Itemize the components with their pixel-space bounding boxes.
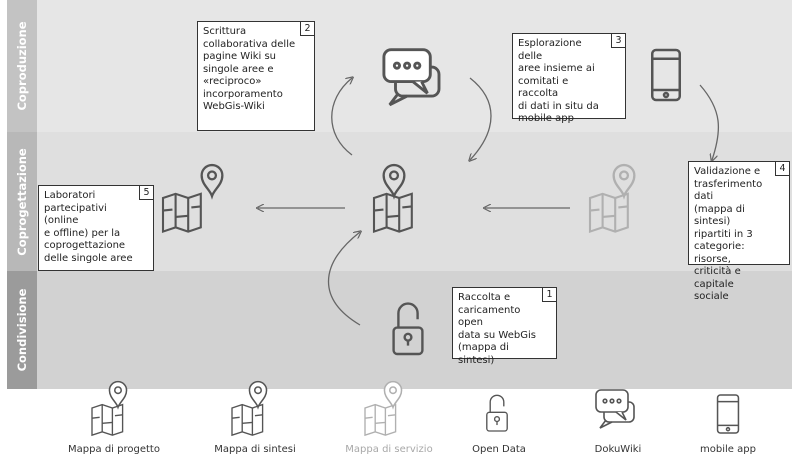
step-text-line: aree insieme ai — [518, 63, 595, 74]
legend-label-open-data: Open Data — [472, 444, 526, 455]
step-box-1: 1 Raccolta e caricamento open data su We… — [452, 287, 557, 366]
legend-label-mappa-sintesi: Mappa di sintesi — [214, 444, 296, 455]
step-text-line: pagine Wiki su — [203, 51, 277, 62]
step-text-line: di dati in situ da — [518, 100, 599, 112]
step-box-3: 3 Esplorazione delle aree insieme ai com… — [512, 33, 626, 124]
legend-map-icon-sintesi — [231, 380, 268, 436]
step-text-line: Scrittura — [203, 26, 247, 37]
step-text-line: Esplorazione delle — [518, 38, 582, 62]
step-text-line: comitati e raccolta — [518, 75, 569, 100]
legend-phone-icon — [716, 394, 740, 434]
phase-label-coproduzione: Coproduzione — [7, 0, 37, 132]
step-number: 2 — [300, 22, 314, 36]
step-text-line: Validazione e — [694, 166, 761, 177]
arrow-center-to-chat — [331, 78, 352, 156]
step-text-line: coprogettazione — [44, 240, 126, 251]
step-text-line: categorie: risorse, — [694, 241, 745, 265]
step-text-line: criticità e capitale — [694, 266, 741, 290]
arrow-lock-to-sintesi — [327, 232, 361, 326]
legend-map-icon-progetto — [91, 380, 128, 436]
step-text-line: delle singole aree — [44, 252, 133, 264]
step-text-line: incorporamento — [203, 88, 283, 100]
legend-label-mappa-servizio: Mappa di servizio — [345, 444, 433, 455]
step-text-line: «reciproco» — [203, 76, 262, 87]
step-text-line: (mappa di sintesi) — [694, 203, 745, 228]
legend-label-mobile-app: mobile app — [700, 444, 756, 455]
step-number: 1 — [542, 288, 556, 302]
step-box-5: 5 Laboratori partecipativi (online e off… — [38, 185, 154, 271]
phase-label-condivisione: Condivisione — [7, 271, 37, 389]
map-icon-progetto-left — [161, 163, 224, 233]
flow-arrows — [258, 77, 720, 326]
step-text-line: Raccolta e — [458, 292, 511, 303]
step-box-2: 2 Scrittura collaborativa delle pagine W… — [197, 21, 315, 131]
step-text-line: sociale — [694, 291, 729, 302]
step-number: 5 — [139, 186, 153, 200]
legend-label-mappa-progetto: Mappa di progetto — [68, 444, 160, 455]
step-text-line: Laboratori — [44, 190, 96, 201]
step-text-line: singole aree e — [203, 63, 274, 75]
step-text-line: ripartiti in 3 — [694, 228, 753, 240]
step-text-line: data su WebGis — [458, 329, 536, 341]
arrow-chat-to-center — [470, 77, 492, 160]
chat-bubbles-icon — [382, 48, 441, 107]
legend-map-icon-servizio — [364, 380, 403, 436]
phase-band-condivisione — [7, 271, 792, 389]
step-text-line: WebGis-Wiki — [203, 101, 265, 112]
step-text-line: caricamento open — [458, 304, 521, 329]
step-text-line: trasferimento dati — [694, 178, 763, 203]
legend-chat-icon — [595, 389, 635, 429]
step-text-line: e offline) per la — [44, 227, 121, 239]
step-text-line: partecipativi (online — [44, 202, 107, 227]
arrow-phone-to-step4 — [699, 84, 720, 160]
step-number: 3 — [611, 34, 625, 48]
padlock-open-icon — [392, 302, 424, 356]
step-box-4: 4 Validazione e trasferimento dati (mapp… — [688, 161, 790, 302]
legend-icons — [91, 380, 740, 436]
step-number: 4 — [775, 162, 789, 176]
legend-label-dokuwiki: DokuWiki — [594, 444, 642, 455]
map-icon-servizio-faded — [588, 163, 636, 233]
smartphone-icon — [651, 48, 681, 102]
phase-label-coprogettazione: Coprogettazione — [7, 132, 37, 271]
step-text-line: mobile app — [518, 113, 574, 124]
map-icon-sintesi-center — [372, 163, 413, 233]
legend-padlock-icon — [486, 394, 508, 432]
step-text-line: (mappa di sintesi) — [458, 342, 509, 366]
step-text-line: collaborativa delle — [203, 38, 296, 50]
